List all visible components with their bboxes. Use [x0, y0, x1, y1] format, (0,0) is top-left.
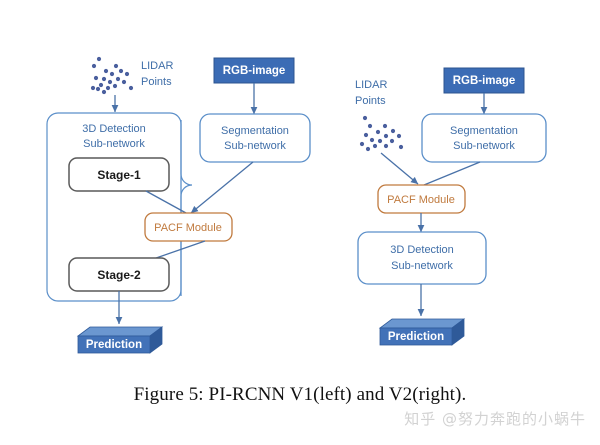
lidar-points-cloud-v2: [359, 115, 404, 152]
prediction-label-v1: Prediction: [86, 339, 142, 351]
stage2-label: Stage-2: [97, 268, 141, 282]
edge-stage1-to-pacf: [145, 190, 187, 214]
segmentation-label-v1-line1: Segmentation: [221, 125, 289, 137]
edge-lidar-to-pacf-v2: [380, 152, 419, 185]
detection-container-label-v1-line2: Sub-network: [83, 138, 145, 150]
segmentation-subnetwork-box-v2: [421, 113, 547, 163]
panel-v2: LIDAR Points: [355, 67, 547, 346]
pacf-module-label-v1: PACF Module: [154, 222, 222, 234]
rgb-image-label-v1: RGB-image: [223, 65, 286, 77]
zhihu-watermark: 知乎 @努力奔跑的小蜗牛: [404, 410, 586, 428]
stage1-box: [68, 157, 170, 192]
prediction-cube-v2: Prediction: [378, 318, 466, 346]
rgb-image-box-v2: [443, 67, 525, 94]
detection-subnetwork-box-v2: [357, 231, 487, 285]
lidar-label-v2-line1: LIDAR: [355, 79, 387, 91]
pacf-module-box-v1: [144, 212, 233, 242]
lidar-label-v2-line2: Points: [355, 95, 386, 107]
detection-container-label-v1-line1: 3D Detection: [82, 123, 146, 135]
lidar-label-v1-line1: LIDAR: [141, 60, 173, 72]
figure-caption: Figure 5: PI-RCNN V1(left) and V2(right)…: [133, 384, 467, 405]
edge-segmentation-to-pacf-v1: [190, 161, 254, 214]
prediction-label-v2: Prediction: [388, 331, 444, 343]
rgb-image-label-v2: RGB-image: [453, 75, 516, 87]
segmentation-subnetwork-box-v1: [199, 113, 311, 163]
segmentation-label-v2-line1: Segmentation: [450, 125, 518, 137]
lidar-points-cloud-v1: [90, 56, 134, 95]
panel-v1: LIDAR Points RGB-image 3D Detection Sub-…: [46, 56, 311, 354]
segmentation-label-v2-line2: Sub-network: [453, 140, 515, 152]
segmentation-label-v1-line2: Sub-network: [224, 140, 286, 152]
detection-label-v2-line2: Sub-network: [391, 260, 453, 272]
pacf-module-label-v2: PACF Module: [387, 194, 455, 206]
edge-segmentation-to-pacf-v2: [423, 161, 481, 186]
prediction-cube-v1: Prediction: [76, 326, 164, 354]
stage1-label: Stage-1: [97, 168, 141, 182]
lidar-label-v1-line2: Points: [141, 76, 172, 88]
detection-label-v2-line1: 3D Detection: [390, 244, 454, 256]
